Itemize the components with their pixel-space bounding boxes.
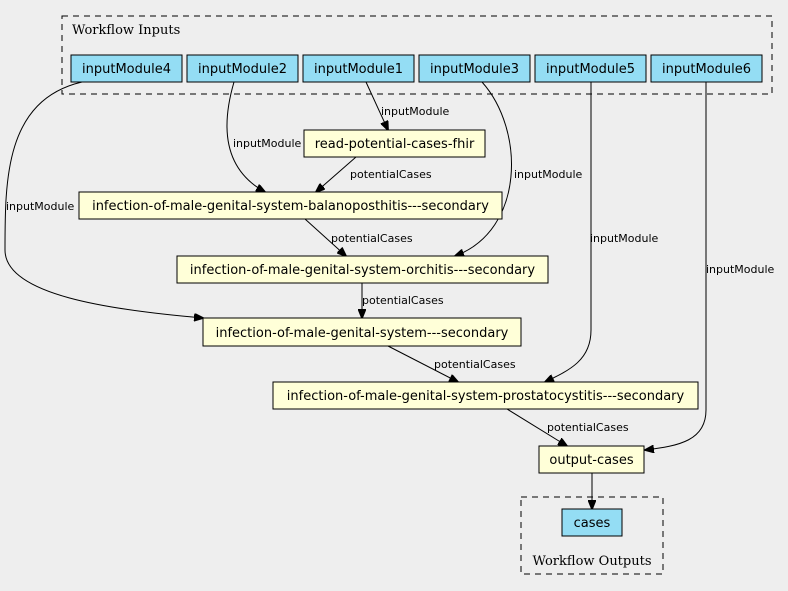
- edge-inputmodule3-to-orchitis: [455, 81, 512, 256]
- edge-label-orchitis-secondary: potentialCases: [362, 294, 444, 307]
- input-node-inputmodule4[interactable]: inputModule4: [70, 54, 183, 83]
- edge-inputmodule5-to-prostatocystitis: [545, 82, 592, 382]
- step-node-label: infection-of-male-genital-system-orchiti…: [190, 263, 535, 278]
- input-node-label: inputModule4: [82, 62, 171, 77]
- edge-inputmodule1-to-read: [365, 81, 388, 130]
- step-node-read-potential-cases-fhir[interactable]: read-potential-cases-fhir: [303, 129, 486, 158]
- edge-label-inputmodule2-balanoposthitis: inputModule: [233, 137, 302, 150]
- input-node-inputmodule6[interactable]: inputModule6: [650, 54, 763, 83]
- input-node-inputmodule3[interactable]: inputModule3: [418, 54, 531, 83]
- edge-inputmodule4-to-secondary: [4, 81, 203, 318]
- workflow-inputs-cluster: Workflow Inputs: [61, 15, 773, 95]
- edge-label-inputmodule3-orchitis: inputModule: [514, 168, 583, 181]
- edge-label-balanoposthitis-orchitis: potentialCases: [331, 232, 413, 245]
- edge-label-read-balanoposthitis: potentialCases: [350, 168, 432, 181]
- edge-read-to-balanoposthitis: [316, 156, 357, 192]
- step-node-label: read-potential-cases-fhir: [315, 137, 475, 152]
- edge-inputmodule2-to-balanoposthitis: [226, 81, 265, 192]
- step-node-output-cases[interactable]: output-cases: [538, 445, 645, 474]
- input-node-label: inputModule3: [430, 62, 519, 77]
- input-node-inputmodule1[interactable]: inputModule1: [302, 54, 415, 83]
- edge-secondary-to-prostatocystitis: [387, 345, 458, 382]
- output-node-label: cases: [574, 516, 611, 531]
- step-node-label: output-cases: [549, 453, 633, 468]
- edge-balanoposthitis-to-orchitis: [304, 218, 346, 256]
- edge-label-inputmodule1-read: inputModule: [381, 105, 450, 118]
- step-node-label: infection-of-male-genital-system---secon…: [216, 326, 509, 341]
- step-node-label: infection-of-male-genital-system-prostat…: [287, 389, 685, 404]
- step-node-label: infection-of-male-genital-system-balanop…: [92, 199, 489, 214]
- workflow-outputs-label: Workflow Outputs: [533, 554, 652, 569]
- input-node-inputmodule5[interactable]: inputModule5: [534, 54, 647, 83]
- edge-label-inputmodule6-output-cases: inputModule: [706, 263, 775, 276]
- edge-label-inputmodule5-prostatocystitis: inputModule: [590, 232, 659, 245]
- output-node-cases[interactable]: cases: [561, 508, 623, 537]
- step-node-orchitis[interactable]: infection-of-male-genital-system-orchiti…: [176, 255, 549, 284]
- step-node-balanoposthitis[interactable]: infection-of-male-genital-system-balanop…: [78, 191, 503, 220]
- edge-inputmodule6-to-output-cases: [645, 82, 707, 450]
- input-node-label: inputModule2: [198, 62, 287, 77]
- input-node-label: inputModule1: [314, 62, 403, 77]
- edge-label-inputmodule4-secondary: inputModule: [6, 200, 75, 213]
- workflow-inputs-label: Workflow Inputs: [72, 23, 180, 38]
- input-node-label: inputModule5: [546, 62, 635, 77]
- input-node-inputmodule2[interactable]: inputModule2: [186, 54, 299, 83]
- edge-prostatocystitis-to-output-cases: [506, 408, 567, 446]
- edge-label-prostatocystitis-output-cases: potentialCases: [547, 421, 629, 434]
- step-node-prostatocystitis[interactable]: infection-of-male-genital-system-prostat…: [272, 381, 699, 410]
- input-node-label: inputModule6: [662, 62, 751, 77]
- edge-label-secondary-prostatocystitis: potentialCases: [434, 358, 516, 371]
- step-node-genital-system-secondary[interactable]: infection-of-male-genital-system---secon…: [202, 317, 522, 347]
